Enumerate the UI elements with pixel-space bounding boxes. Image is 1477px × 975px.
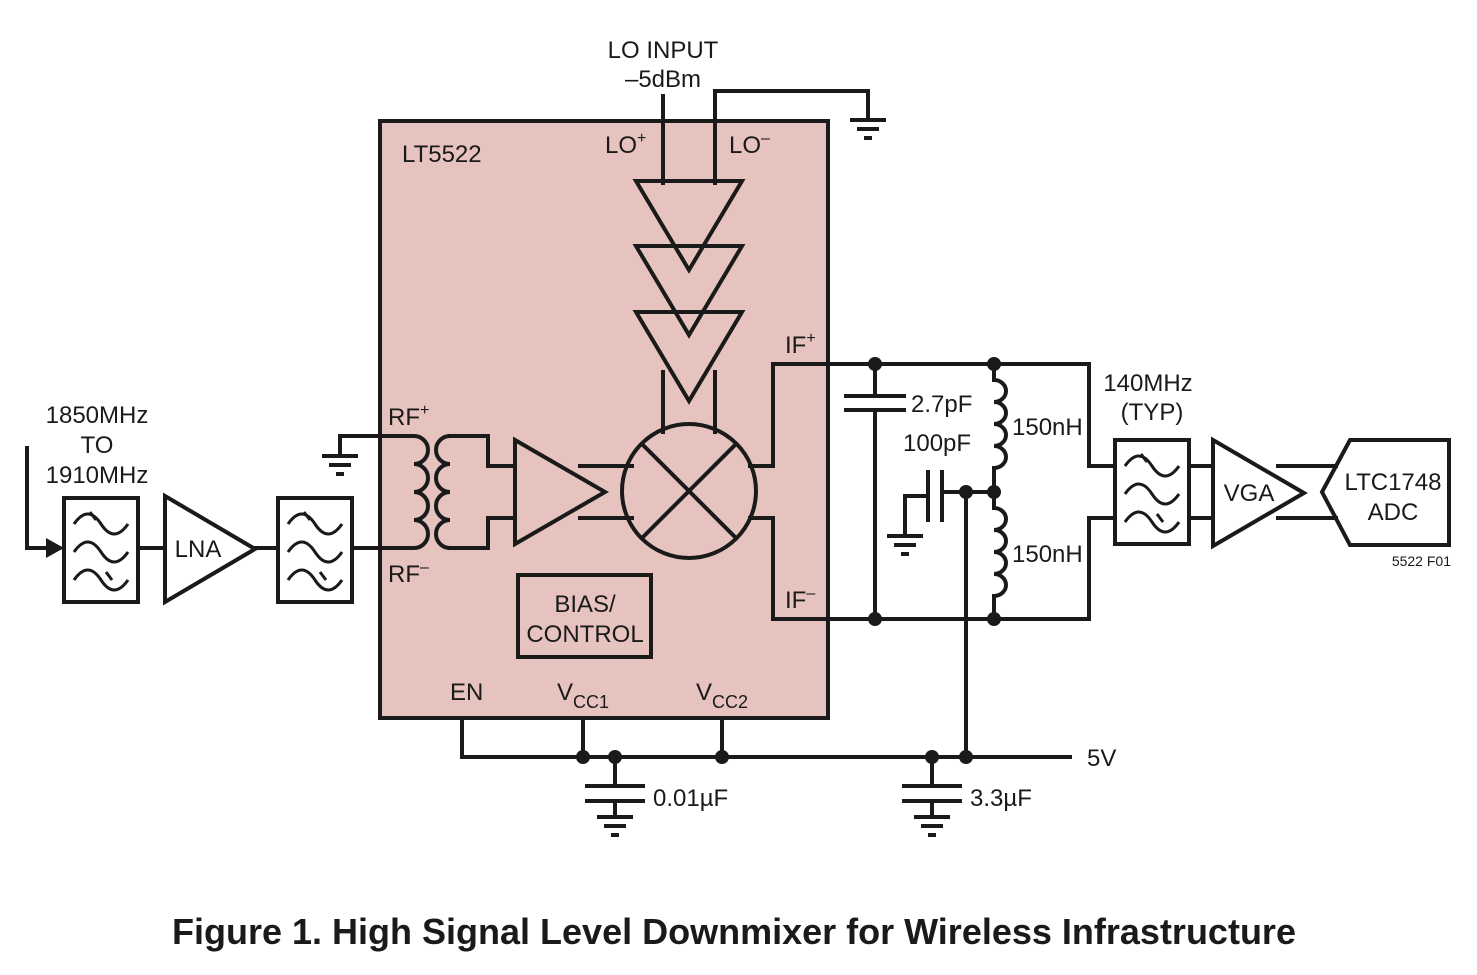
bias-line1: BIAS/ bbox=[554, 591, 616, 618]
vga-label: VGA bbox=[1224, 480, 1275, 507]
inductor-bottom bbox=[992, 490, 1008, 621]
chip-name: LT5522 bbox=[402, 141, 482, 168]
rf-amp-in-bot bbox=[448, 516, 517, 550]
lna-amplifier bbox=[163, 492, 259, 606]
inductor-top-label: 150nH bbox=[1012, 414, 1083, 441]
inductor-bot-label: 150nH bbox=[1012, 541, 1083, 568]
rf-input-arrow bbox=[46, 538, 64, 558]
bias-control-block bbox=[516, 573, 653, 659]
input-band-line2: TO bbox=[81, 432, 114, 459]
cap-vcc-label: 0.01µF bbox=[653, 785, 728, 812]
rf-ground-symbol bbox=[320, 454, 360, 476]
vga-amplifier bbox=[1211, 436, 1308, 550]
input-bandpass-filter bbox=[62, 496, 140, 604]
rf-plus-ground-wire bbox=[338, 434, 382, 456]
figure-caption: Figure 1. High Signal Level Downmixer fo… bbox=[172, 911, 1296, 952]
figure-id: 5522 F01 bbox=[1392, 553, 1451, 569]
if-filter-line1: 140MHz bbox=[1103, 370, 1192, 397]
rf-plus-label: RF+ bbox=[388, 402, 429, 431]
if-minus-label: IF– bbox=[785, 585, 815, 614]
rf-input-wire bbox=[25, 446, 54, 550]
supply-rail bbox=[460, 716, 1072, 759]
rf-amplifier bbox=[513, 436, 609, 548]
if-plus-label: IF+ bbox=[785, 330, 816, 359]
lo-buffer-3 bbox=[632, 310, 746, 405]
lo-buffer-1 bbox=[632, 179, 746, 274]
lo-ground-symbol bbox=[848, 118, 888, 140]
pin-vcc1-label: VCC1 bbox=[557, 679, 609, 712]
bias-line2: CONTROL bbox=[526, 621, 643, 648]
bypass-ground-symbol bbox=[885, 534, 925, 556]
lo-minus-label: LO– bbox=[729, 130, 770, 159]
adc-line2: ADC bbox=[1368, 499, 1419, 526]
lo-input-level: –5dBm bbox=[625, 66, 701, 93]
mixer-symbol bbox=[620, 422, 758, 560]
inductor-top bbox=[992, 362, 1008, 494]
pin-vcc2-label: VCC2 bbox=[696, 679, 748, 712]
pin-en-label: EN bbox=[450, 679, 483, 706]
if-filter-line2: (TYP) bbox=[1121, 399, 1184, 426]
lo-buffer-2 bbox=[632, 244, 746, 339]
rf-amp-in-top bbox=[448, 434, 517, 468]
rf-minus-label: RF– bbox=[388, 559, 429, 588]
if-bandpass-filter bbox=[1113, 438, 1191, 546]
lna-label: LNA bbox=[175, 536, 222, 563]
image-bandpass-filter bbox=[276, 496, 354, 604]
adc-block bbox=[1319, 438, 1451, 547]
adc-line1: LTC1748 bbox=[1345, 469, 1442, 496]
if-minus-wire bbox=[748, 516, 1117, 621]
transformer-primary bbox=[378, 434, 430, 550]
lt5522-chip bbox=[378, 119, 830, 720]
input-band-line1: 1850MHz bbox=[46, 402, 149, 429]
input-band-line3: 1910MHz bbox=[46, 462, 149, 489]
if-plus-wire bbox=[748, 362, 1117, 468]
cap-vcc-ground-symbol bbox=[595, 815, 635, 837]
cap-supply-label: 3.3µF bbox=[970, 785, 1032, 812]
supply-label: 5V bbox=[1087, 745, 1116, 772]
transformer-secondary bbox=[434, 433, 453, 551]
lo-plus-label: LO+ bbox=[605, 130, 646, 159]
lo-input-title: LO INPUT bbox=[608, 37, 719, 64]
lo-minus-wire bbox=[713, 89, 870, 185]
cap-if-label: 2.7pF bbox=[911, 391, 972, 418]
cap-bypass-label: 100pF bbox=[903, 430, 971, 457]
cap-supply-ground-symbol bbox=[912, 815, 952, 837]
